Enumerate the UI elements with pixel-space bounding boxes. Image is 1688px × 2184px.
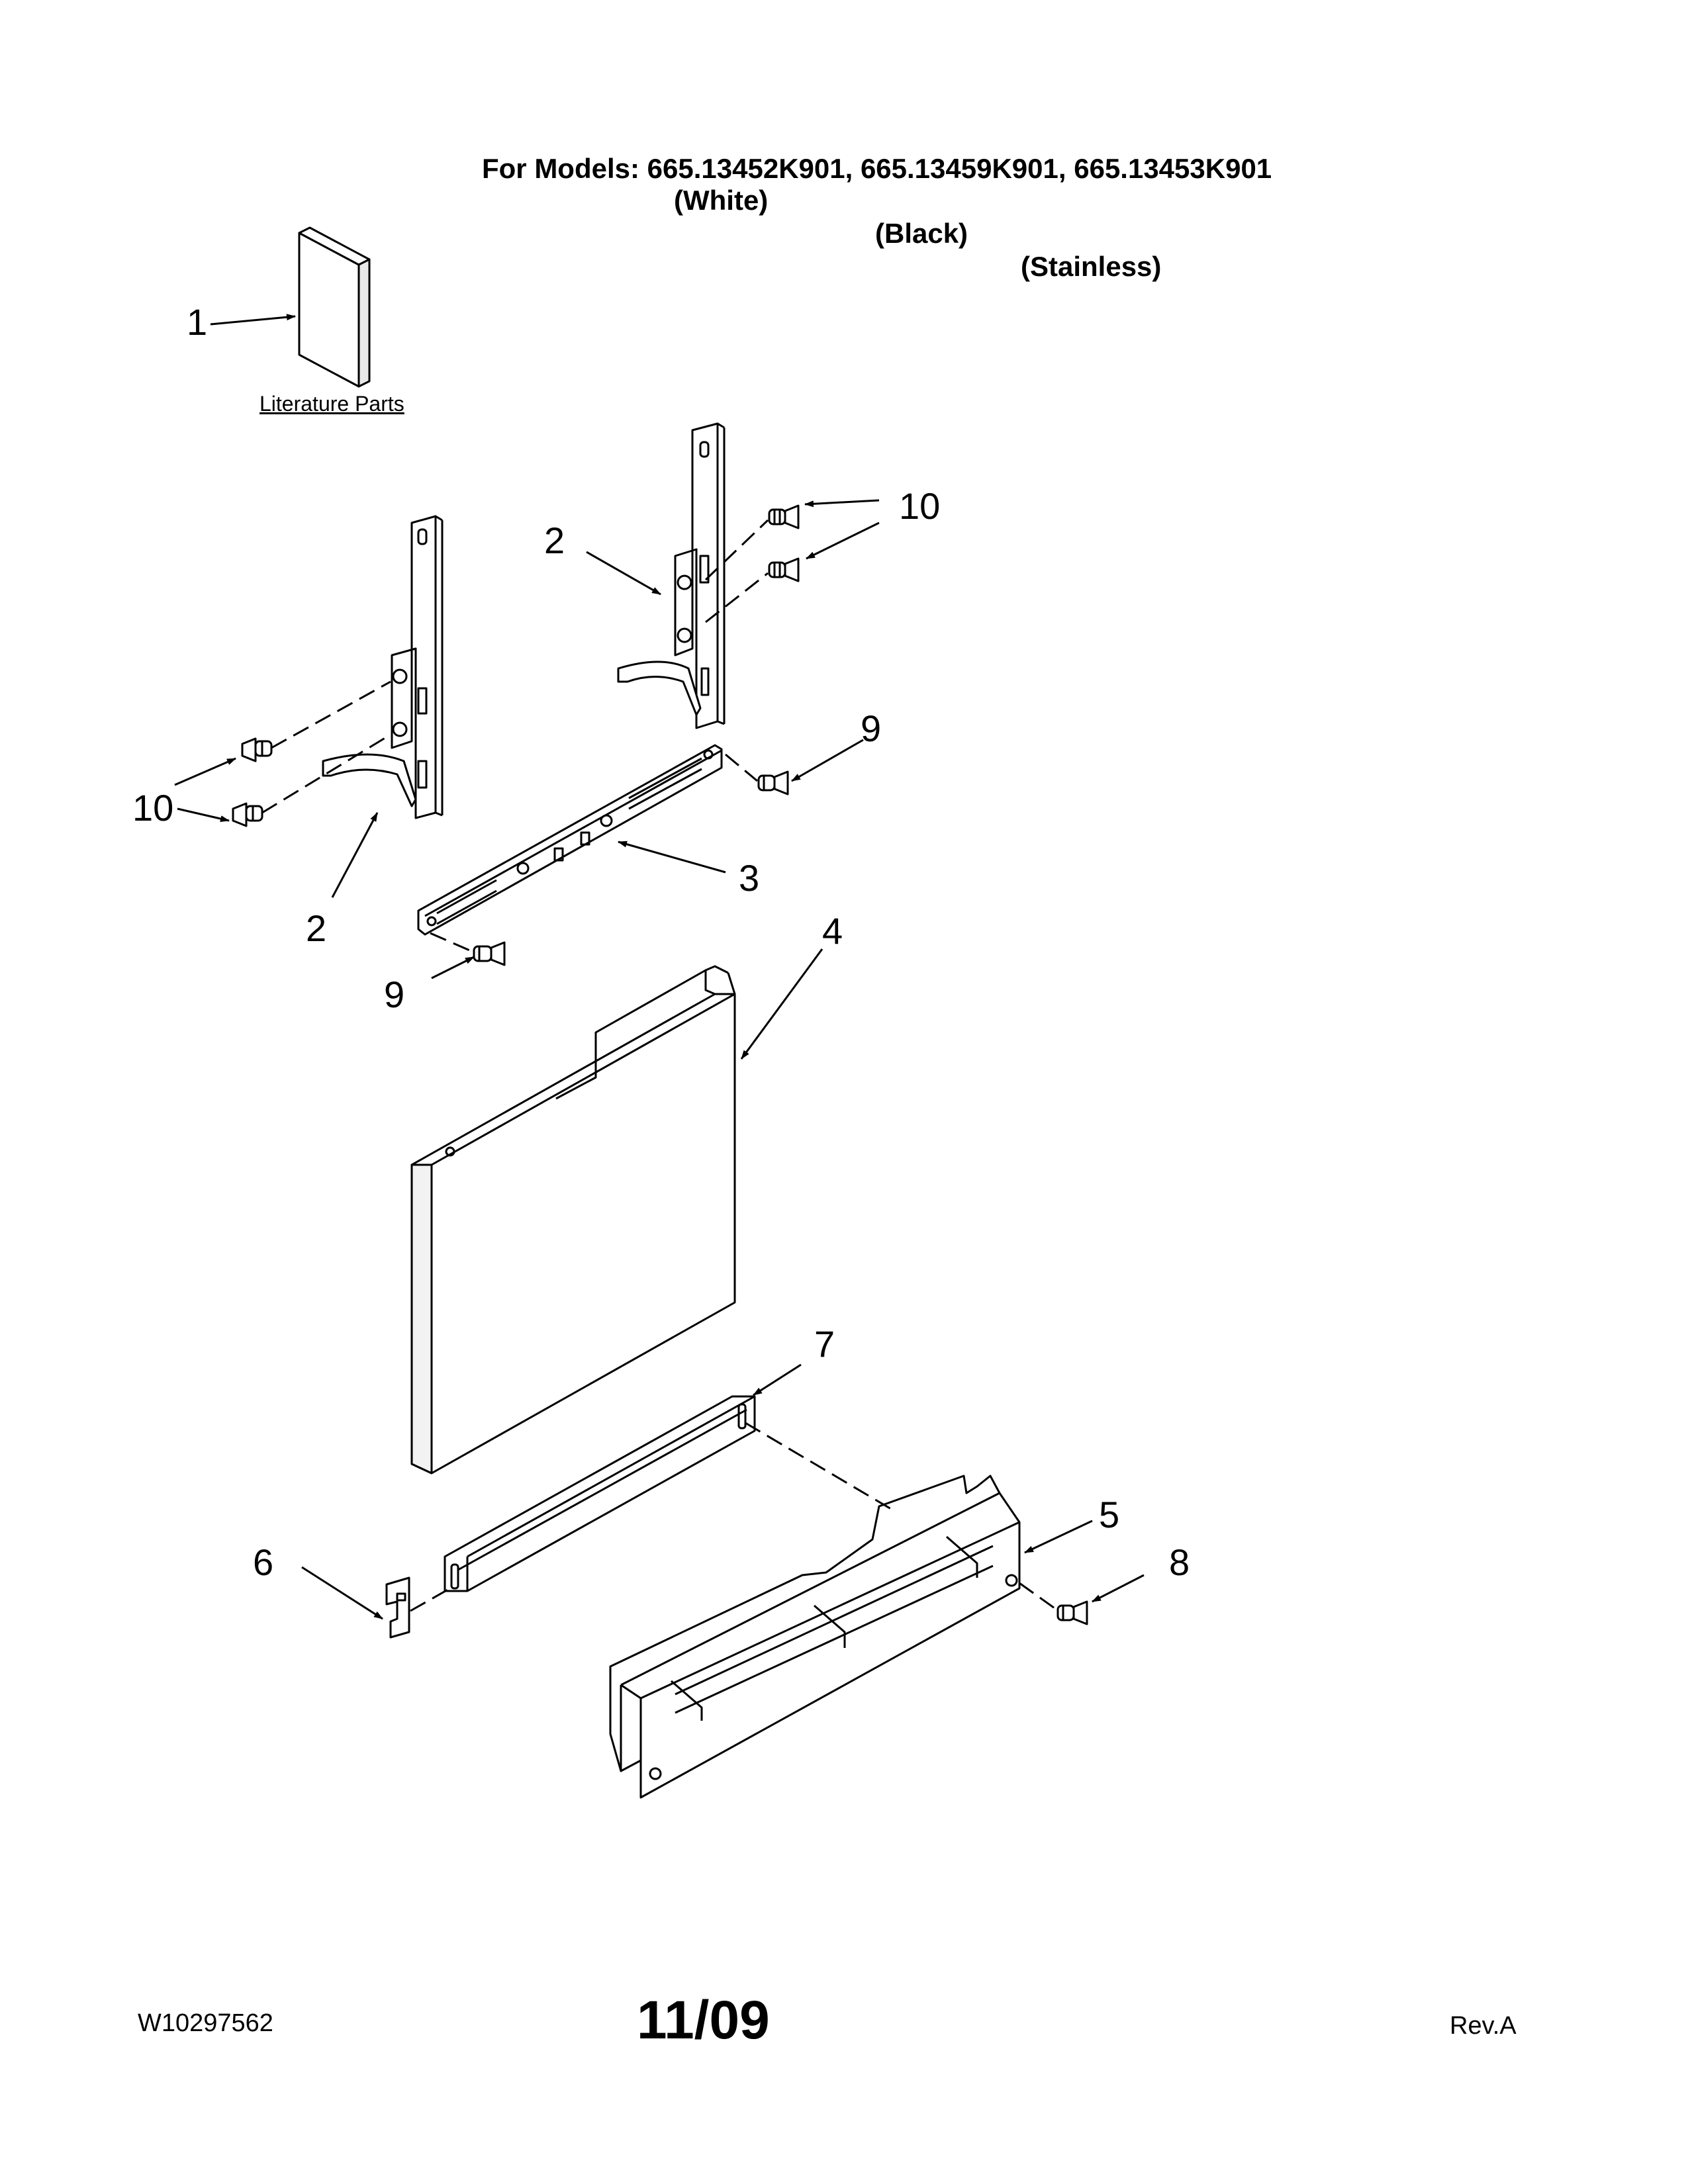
issue-date: 11/09 (637, 1990, 770, 2050)
callout-9-upper: 9 (861, 707, 881, 749)
toe-panel-bracket (609, 1475, 1021, 1799)
variants-header: (White) (Black) (Stainless) (0, 151, 1688, 283)
models-header: For Models: 665.13452K901, 665.13459K901… (0, 119, 1688, 185)
callout-1: 1 (187, 301, 207, 343)
screw-9-lower (473, 941, 506, 966)
models-label: For Models: 665.13452K901, 665.13459K901… (482, 153, 1272, 184)
hinge-bracket-left (322, 515, 444, 819)
screw-9-upper (757, 770, 789, 796)
toe-panel-clip (385, 1576, 410, 1639)
literature-parts-label: Literature Parts (259, 392, 404, 416)
hinge-bracket-right (617, 422, 726, 729)
variant-stainless: (Stainless) (1021, 251, 1162, 282)
screw-8 (1056, 1600, 1088, 1625)
callout-10-upper: 10 (899, 485, 940, 527)
screw-10-lower-2 (232, 802, 263, 827)
door-panel (410, 965, 736, 1475)
callout-6: 6 (253, 1541, 273, 1583)
document-number: W10297562 (138, 2009, 273, 2037)
variant-white: (White) (674, 185, 769, 216)
hinge-rail (417, 744, 723, 936)
literature-booklet (298, 226, 371, 388)
screw-10-upper-1 (768, 504, 800, 529)
callout-9-lower: 9 (384, 974, 404, 1015)
callout-2-upper: 2 (544, 520, 565, 561)
callout-5: 5 (1099, 1494, 1119, 1535)
callout-3: 3 (739, 857, 759, 899)
callout-4: 4 (822, 910, 843, 952)
leader-arrows (174, 314, 1145, 1620)
callout-8: 8 (1169, 1541, 1190, 1583)
variant-black: (Black) (875, 218, 968, 249)
callout-7: 7 (814, 1323, 835, 1365)
screw-10-lower-1 (241, 737, 273, 762)
revision-label: Rev.A (1450, 2012, 1517, 2040)
callout-10-lower: 10 (132, 787, 173, 829)
screw-10-upper-2 (768, 557, 800, 582)
callout-2-lower: 2 (306, 907, 326, 949)
alignment-lines (261, 519, 1057, 1612)
